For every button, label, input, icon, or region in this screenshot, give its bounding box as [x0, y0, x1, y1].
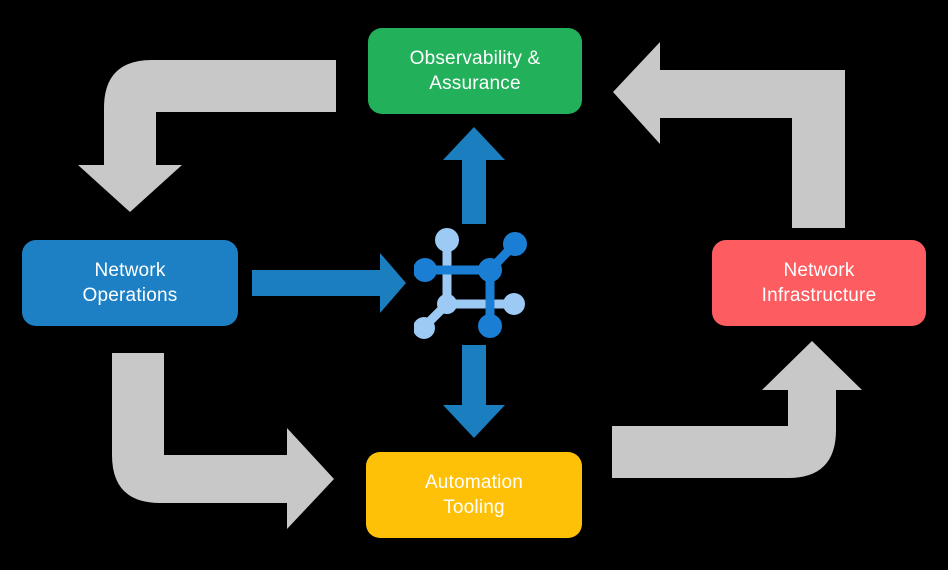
icon-node-top-light [435, 228, 459, 252]
icon-node-left-dark [414, 258, 437, 282]
blue-arrow-center-to-automation [443, 345, 505, 438]
gray-arrow-operations-to-automation [112, 353, 334, 529]
node-box-network-infrastructure[interactable]: Network Infrastructure [712, 240, 926, 326]
icon-node-hub-dark [478, 258, 502, 282]
icon-node-center-left-light [437, 294, 457, 314]
gray-arrow-infrastructure-to-observability-body [613, 42, 845, 228]
gray-arrow-automation-to-infrastructure [612, 341, 862, 478]
icon-node-top-right-dark [503, 232, 527, 256]
node-box-automation-tooling[interactable]: Automation Tooling [366, 452, 582, 538]
icon-node-right-light [503, 293, 525, 315]
node-box-network-operations[interactable]: Network Operations [22, 240, 238, 326]
network-topology-icon [414, 228, 527, 339]
gray-arrow-observability-to-operations [78, 60, 336, 212]
icon-node-bottom-dark [478, 314, 502, 338]
blue-arrow-operations-to-center [252, 253, 406, 313]
icon-node-bottom-left-light [414, 317, 435, 339]
node-box-observability[interactable]: Observability & Assurance [368, 28, 582, 114]
blue-arrow-center-to-observability [443, 127, 505, 224]
